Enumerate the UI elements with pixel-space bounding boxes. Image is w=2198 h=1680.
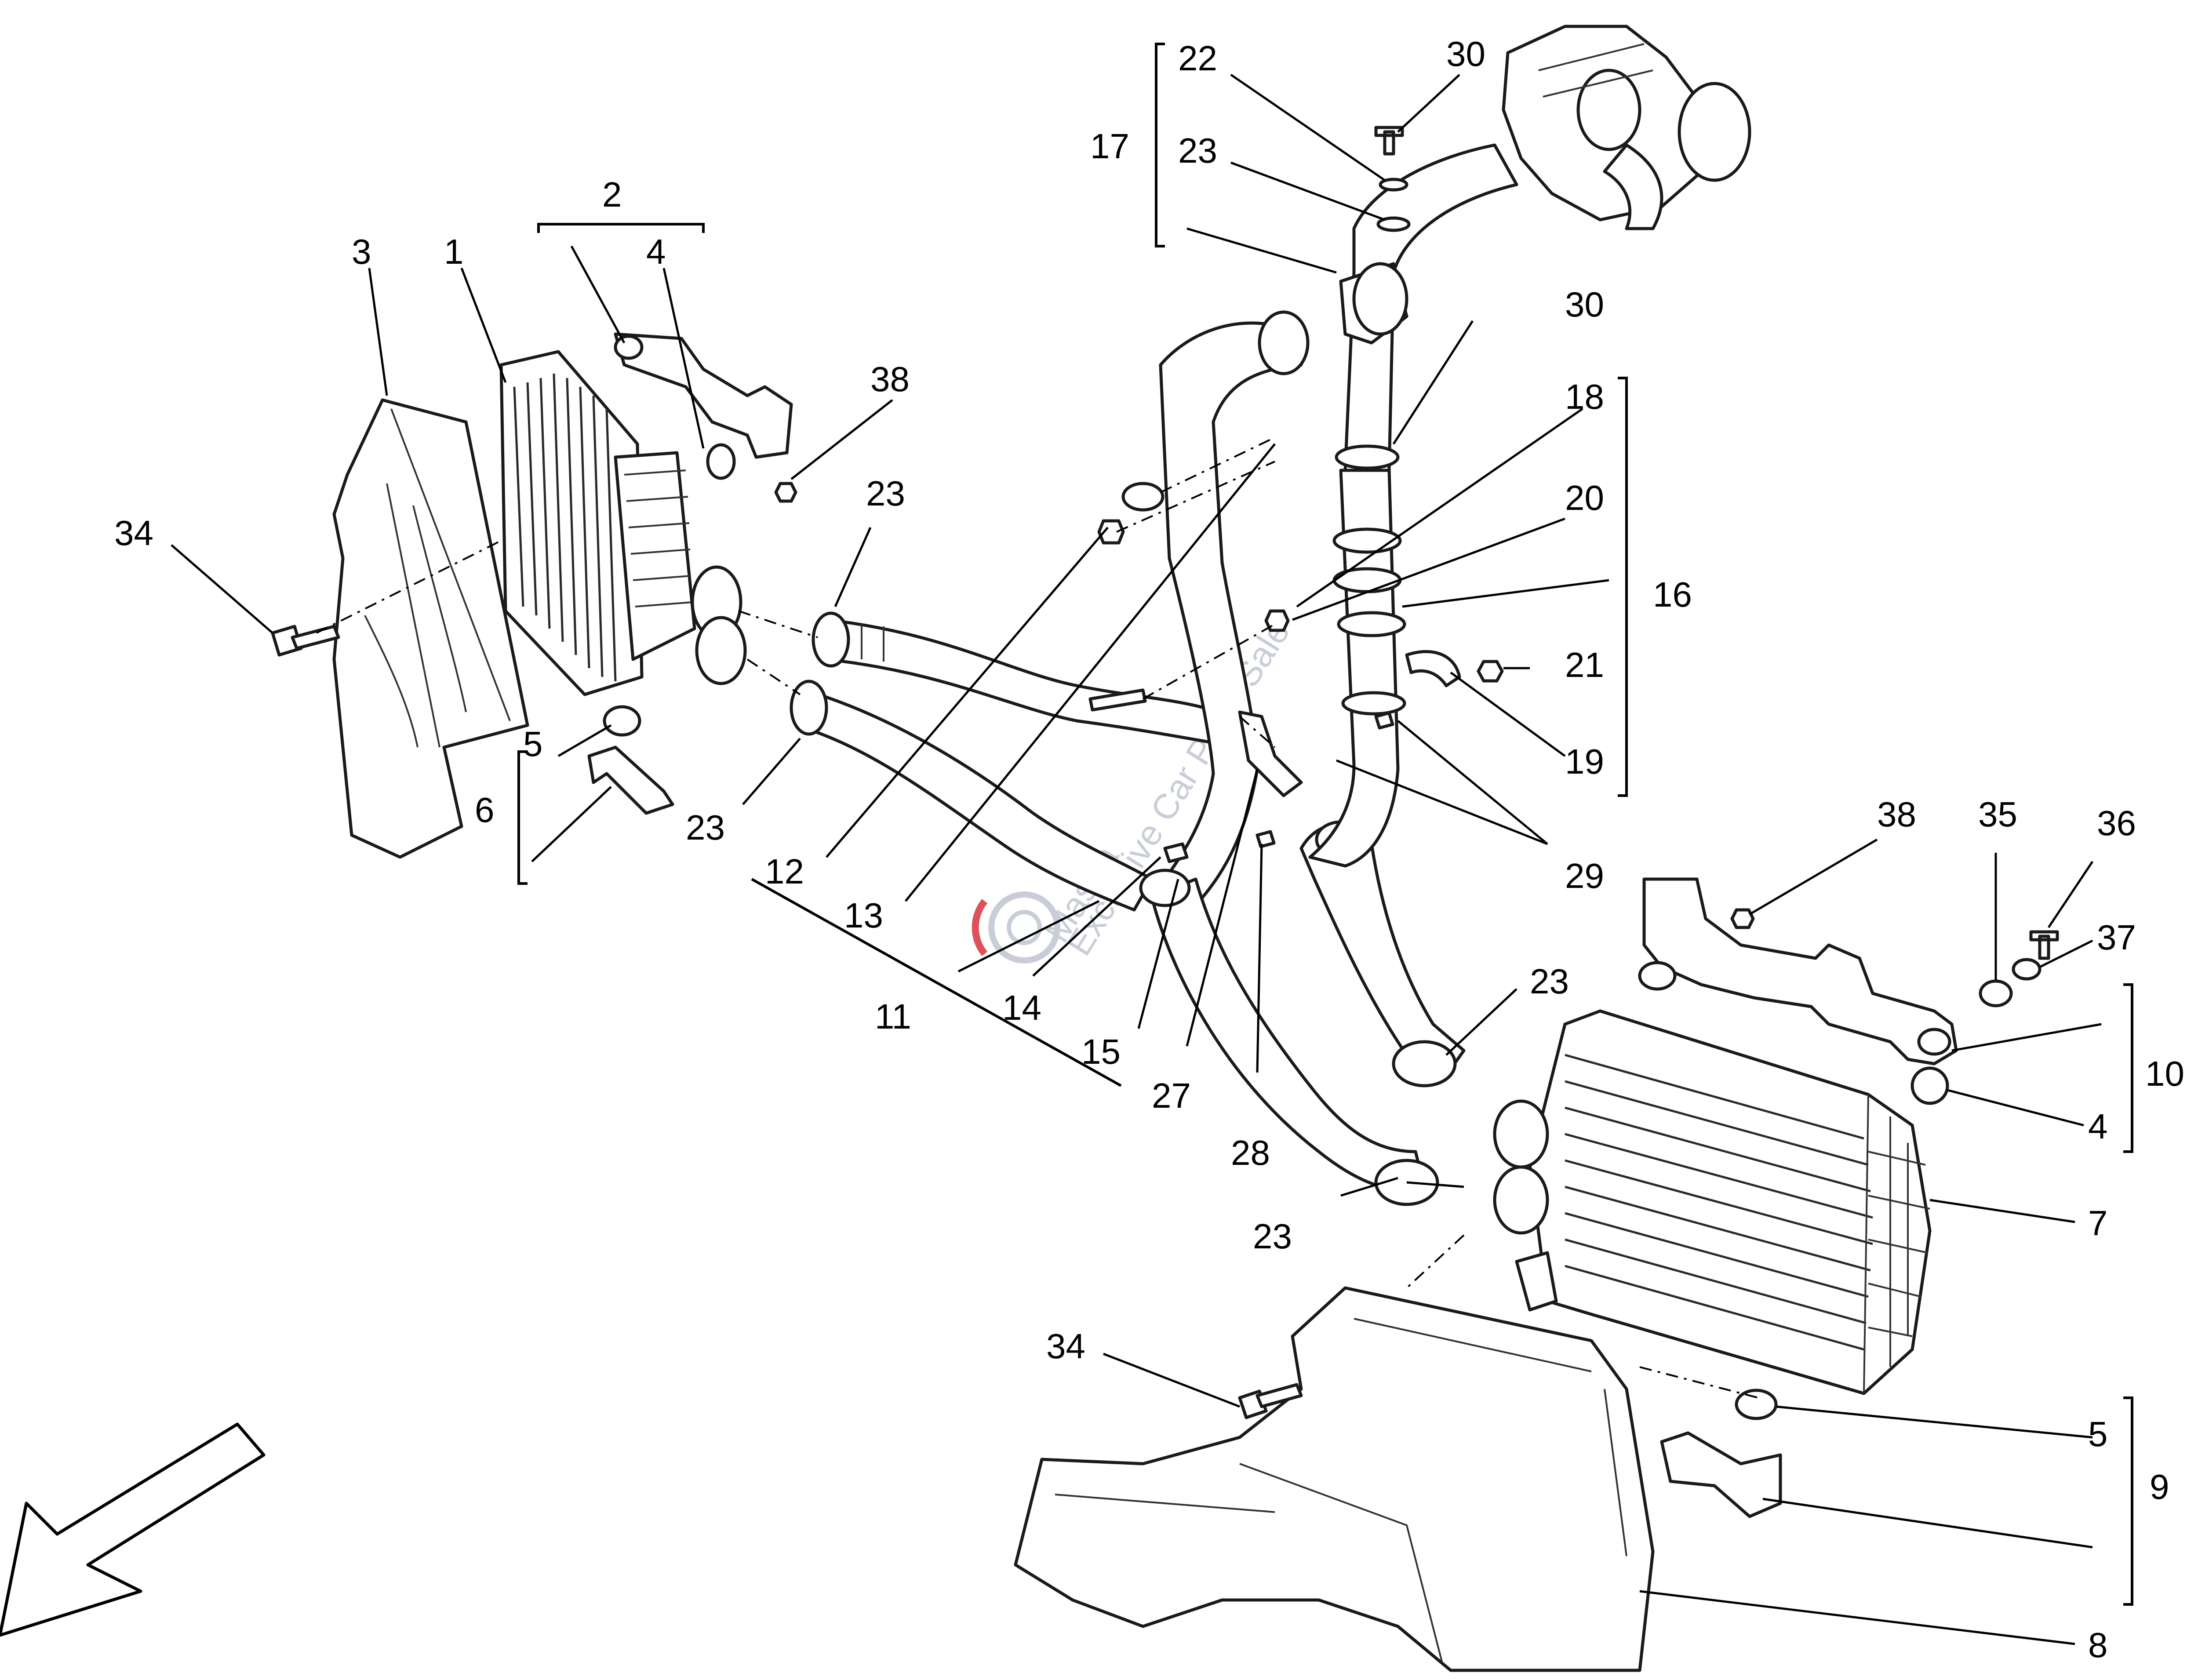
callout-36: 30	[1446, 34, 1485, 73]
callout-5-left: 5	[523, 724, 543, 764]
bolt-27	[1163, 842, 1189, 863]
callout-37: 37	[2097, 918, 2136, 957]
callout-38-left: 38	[870, 360, 910, 399]
left-grommet	[706, 443, 736, 480]
callout-1: 1	[444, 232, 464, 271]
nut-21	[1477, 660, 1504, 683]
bolt-35	[2029, 930, 2059, 960]
callout-19: 19	[1565, 742, 1604, 781]
left-intercooler	[499, 350, 747, 696]
callout-34: 35	[1978, 795, 2017, 834]
callout-4-right: 4	[2088, 1107, 2108, 1146]
callout-10: 10	[2145, 1054, 2184, 1093]
right-mount-bracket	[1660, 1431, 1782, 1518]
leader-lines	[171, 43, 2133, 1645]
callout-3: 3	[352, 232, 371, 271]
washer-22	[1379, 178, 1408, 192]
left-nut	[774, 482, 797, 503]
callout-31-right: 34	[1046, 1327, 1085, 1366]
callout-8: 8	[2088, 1625, 2108, 1665]
callout-29: 29	[1565, 856, 1604, 895]
callout-21: 21	[1565, 645, 1604, 684]
left-pipes	[790, 611, 1241, 912]
callout-2: 2	[602, 175, 622, 214]
bolt-28	[1255, 830, 1276, 848]
callout-17: 17	[1090, 127, 1129, 166]
bracket-19	[1405, 650, 1461, 687]
washer-37	[2012, 958, 2042, 981]
bolt-36	[1374, 126, 1404, 156]
callout-4-left: 4	[646, 232, 666, 271]
callout-23: 23	[1178, 131, 1217, 170]
right-vertical-pipe	[1308, 143, 1518, 868]
right-grommet	[1911, 1066, 1949, 1105]
callout-labels: 3 1 2 4 38 34 23 5 6 23 12 13 11 14 15 2…	[114, 34, 2184, 1665]
left-bracket	[614, 332, 793, 459]
callout-27: 27	[1152, 1076, 1191, 1115]
callout-38-right: 38	[1877, 795, 1916, 834]
turbo-inlet	[1502, 25, 1751, 230]
callout-9: 9	[2150, 1467, 2169, 1506]
callout-14: 14	[1002, 988, 1041, 1027]
right-intercooler	[1493, 1009, 1932, 1395]
callout-7: 7	[2088, 1204, 2108, 1243]
callout-30: 30	[1565, 285, 1604, 324]
callout-24-b: 23	[686, 808, 725, 847]
right-bracket	[1642, 877, 1958, 1065]
callout-24-c: 23	[1253, 1217, 1292, 1256]
callout-24-a: 23	[866, 474, 905, 513]
callout-24-d: 23	[1530, 962, 1569, 1001]
callout-11: 11	[875, 997, 911, 1036]
right-air-duct	[1014, 1286, 1655, 1672]
callout-15: 16	[1653, 575, 1692, 614]
callout-20: 20	[1565, 478, 1604, 517]
bolt-12	[1097, 519, 1125, 545]
left-bolt	[271, 625, 340, 657]
right-nut	[1730, 908, 1755, 929]
left-mount-bracket	[587, 745, 674, 815]
callout-16: 15	[1081, 1032, 1121, 1071]
washer-34	[1979, 979, 2013, 1007]
callout-31-left: 34	[114, 513, 153, 553]
bolt-29	[1374, 711, 1394, 730]
callout-5-right: 5	[2088, 1415, 2108, 1454]
right-bolt	[1238, 1383, 1303, 1419]
callout-12: 12	[765, 852, 804, 891]
right-rubber-mount	[1735, 1389, 1778, 1420]
assembly-lines	[316, 439, 1759, 1399]
callout-18: 18	[1565, 377, 1604, 416]
callout-13: 13	[844, 896, 883, 935]
callout-6: 6	[475, 790, 495, 829]
left-air-duct	[332, 398, 529, 859]
washer-23	[1376, 216, 1411, 232]
direction-arrow-icon	[0, 1422, 266, 1637]
callout-28: 28	[1231, 1133, 1270, 1172]
callout-35: 36	[2097, 804, 2136, 843]
bolt-18	[1088, 688, 1147, 712]
callout-22: 22	[1178, 39, 1217, 78]
left-rubber-mount	[603, 705, 641, 737]
